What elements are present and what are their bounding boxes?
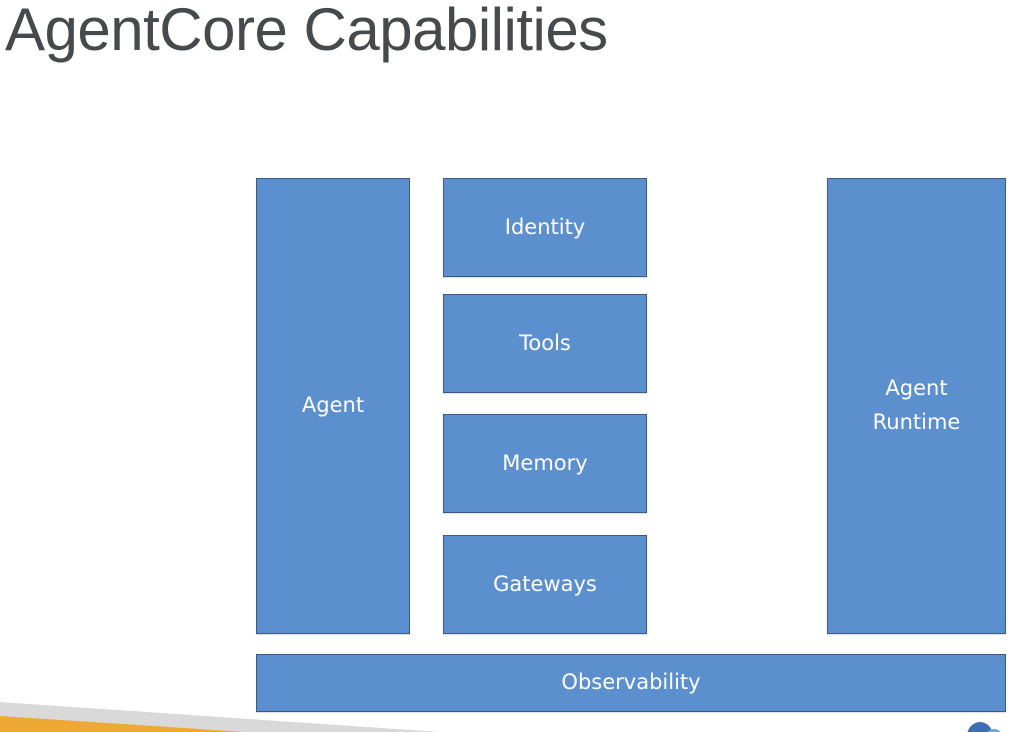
memory-box: Memory: [443, 414, 647, 513]
slide-title: AgentCore Capabilities: [5, 0, 608, 63]
observability-label: Observability: [561, 670, 701, 695]
decoration-orange-band: [0, 716, 245, 732]
agent-runtime-box: Agent Runtime: [827, 178, 1006, 634]
agent-runtime-label: Agent Runtime: [873, 372, 961, 439]
memory-label: Memory: [502, 450, 588, 475]
identity-label: Identity: [504, 214, 586, 239]
agent-runtime-label-line1: Agent: [885, 376, 948, 401]
tools-box: Tools: [443, 294, 647, 393]
observability-box: Observability: [256, 654, 1006, 712]
tools-label: Tools: [519, 330, 571, 355]
agent-label: Agent: [301, 393, 365, 418]
gateways-label: Gateways: [493, 571, 597, 596]
identity-box: Identity: [443, 178, 647, 277]
agent-runtime-label-line2: Runtime: [872, 410, 961, 434]
agent-box: Agent: [256, 178, 410, 634]
gateways-box: Gateways: [443, 535, 647, 634]
logo-icon: [967, 722, 1001, 732]
